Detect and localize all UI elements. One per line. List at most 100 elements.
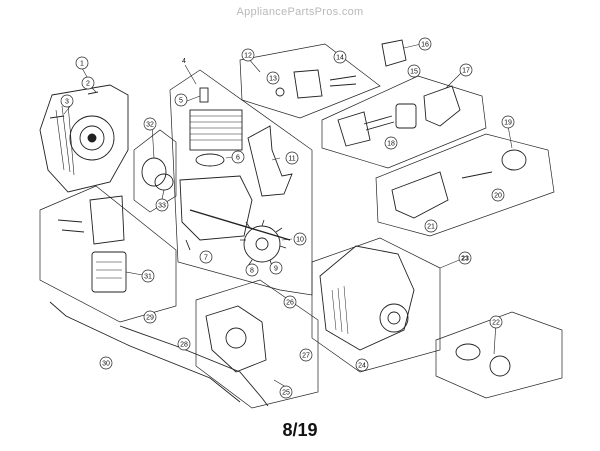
- primer-bulb: [381, 39, 407, 67]
- callout-29: 29: [143, 310, 157, 324]
- callout-9: 9: [269, 261, 283, 275]
- clutch-hub: [489, 355, 511, 377]
- callout-28: 28: [177, 337, 191, 351]
- callout-20: 20: [491, 188, 505, 202]
- starter-pulley: [69, 115, 115, 161]
- callout-33: 33: [155, 198, 169, 212]
- site-watermark: AppliancePartsPros.com: [236, 6, 364, 18]
- gear-housing: [205, 305, 267, 373]
- svg-text:18: 18: [387, 141, 395, 148]
- callout-18: 18: [384, 136, 398, 150]
- callout-21: 21: [424, 219, 438, 233]
- muffler-group: [39, 185, 177, 323]
- crankcase: [179, 175, 253, 241]
- housing-screw: [87, 91, 99, 95]
- svg-text:21: 21: [427, 224, 435, 231]
- stop-switch-wire: [119, 325, 269, 407]
- ignition-coil: [247, 125, 293, 197]
- svg-text:23: 23: [461, 256, 469, 263]
- svg-text:31: 31: [144, 274, 152, 281]
- clutch-shoe: [455, 343, 481, 361]
- page-number: 8/19: [282, 420, 318, 440]
- svg-text:16: 16: [421, 42, 429, 49]
- callout-12: 12: [241, 48, 255, 62]
- callout-8: 8: [245, 263, 259, 277]
- callout-3: 3: [60, 94, 74, 108]
- callout-13: 13: [266, 71, 280, 85]
- svg-text:30: 30: [102, 361, 110, 368]
- callout-27: 27: [299, 348, 313, 362]
- svg-text:5: 5: [179, 98, 183, 105]
- svg-text:2: 2: [86, 81, 90, 88]
- svg-text:20: 20: [494, 193, 502, 200]
- svg-text:8: 8: [250, 268, 254, 275]
- callout-14: 14: [333, 50, 347, 64]
- svg-text:22: 22: [492, 320, 500, 327]
- carburetor-body: [293, 69, 323, 99]
- svg-text:10: 10: [296, 237, 304, 244]
- throttle-cable: [49, 301, 241, 403]
- svg-text:32: 32: [146, 122, 154, 129]
- svg-text:14: 14: [336, 55, 344, 62]
- svg-text:12: 12: [244, 53, 252, 60]
- fuel-tank: [391, 171, 449, 219]
- svg-text:24: 24: [358, 363, 366, 370]
- svg-text:29: 29: [146, 315, 154, 322]
- svg-text:26: 26: [286, 300, 294, 307]
- svg-text:1: 1: [80, 61, 84, 68]
- leader-lines: [63, 43, 513, 388]
- svg-text:4: 4: [182, 58, 186, 65]
- drive-housing-group: [195, 279, 319, 409]
- svg-text:9: 9: [274, 266, 278, 273]
- callout-labels: 1 2 3 4 5 6 7 8 9 10 11 12 13 14 15 16 1…: [60, 37, 515, 399]
- muffler-body: [91, 251, 127, 293]
- callout-24: 24: [355, 358, 369, 372]
- callout-16: 16: [418, 37, 432, 51]
- svg-text:7: 7: [204, 255, 208, 262]
- clutch-drum: [141, 157, 167, 187]
- crankshaft: [189, 209, 291, 241]
- svg-text:17: 17: [462, 68, 470, 75]
- callout-7: 7: [199, 250, 213, 264]
- engine-housing-group: [311, 237, 441, 373]
- svg-text:28: 28: [180, 342, 188, 349]
- svg-text:13: 13: [269, 76, 277, 83]
- fuel-line: [461, 171, 493, 179]
- engine-housing: [319, 245, 415, 351]
- air-filter-group: [321, 75, 487, 169]
- svg-text:33: 33: [158, 203, 166, 210]
- callout-26: 26: [283, 295, 297, 309]
- callout-23: 23: [458, 251, 472, 265]
- callout-31: 31: [141, 269, 155, 283]
- starter-housing: [39, 84, 129, 193]
- callout-6: 6: [231, 150, 245, 164]
- callout-10: 10: [293, 232, 307, 246]
- svg-text:6: 6: [236, 155, 240, 162]
- callout-30: 30: [99, 356, 113, 370]
- air-filter-element: [395, 103, 417, 129]
- callout-1: 1: [75, 56, 89, 70]
- clutch-washer: [154, 173, 174, 191]
- callout-4: 4: [182, 58, 186, 65]
- svg-text:11: 11: [288, 156, 295, 163]
- callout-32: 32: [143, 117, 157, 131]
- spark-plug: [199, 87, 209, 103]
- starter-housing-group: [39, 84, 129, 193]
- muffler-cover: [89, 195, 125, 245]
- cylinder-assembly-group: [169, 69, 313, 296]
- callout-17: 17: [459, 63, 473, 77]
- assembly-frame: [169, 69, 313, 296]
- callout-15: 15: [407, 64, 421, 78]
- callout-25: 25: [279, 385, 293, 399]
- air-filter-base: [337, 111, 371, 147]
- fuel-tank-group: [375, 133, 555, 237]
- svg-text:27: 27: [302, 353, 310, 360]
- housing-vents: [55, 103, 75, 176]
- air-filter-cover: [423, 85, 461, 127]
- clutch-group: [435, 311, 563, 399]
- svg-text:3: 3: [65, 99, 69, 106]
- callout-5: 5: [174, 93, 188, 107]
- carburetor-group: [239, 39, 407, 119]
